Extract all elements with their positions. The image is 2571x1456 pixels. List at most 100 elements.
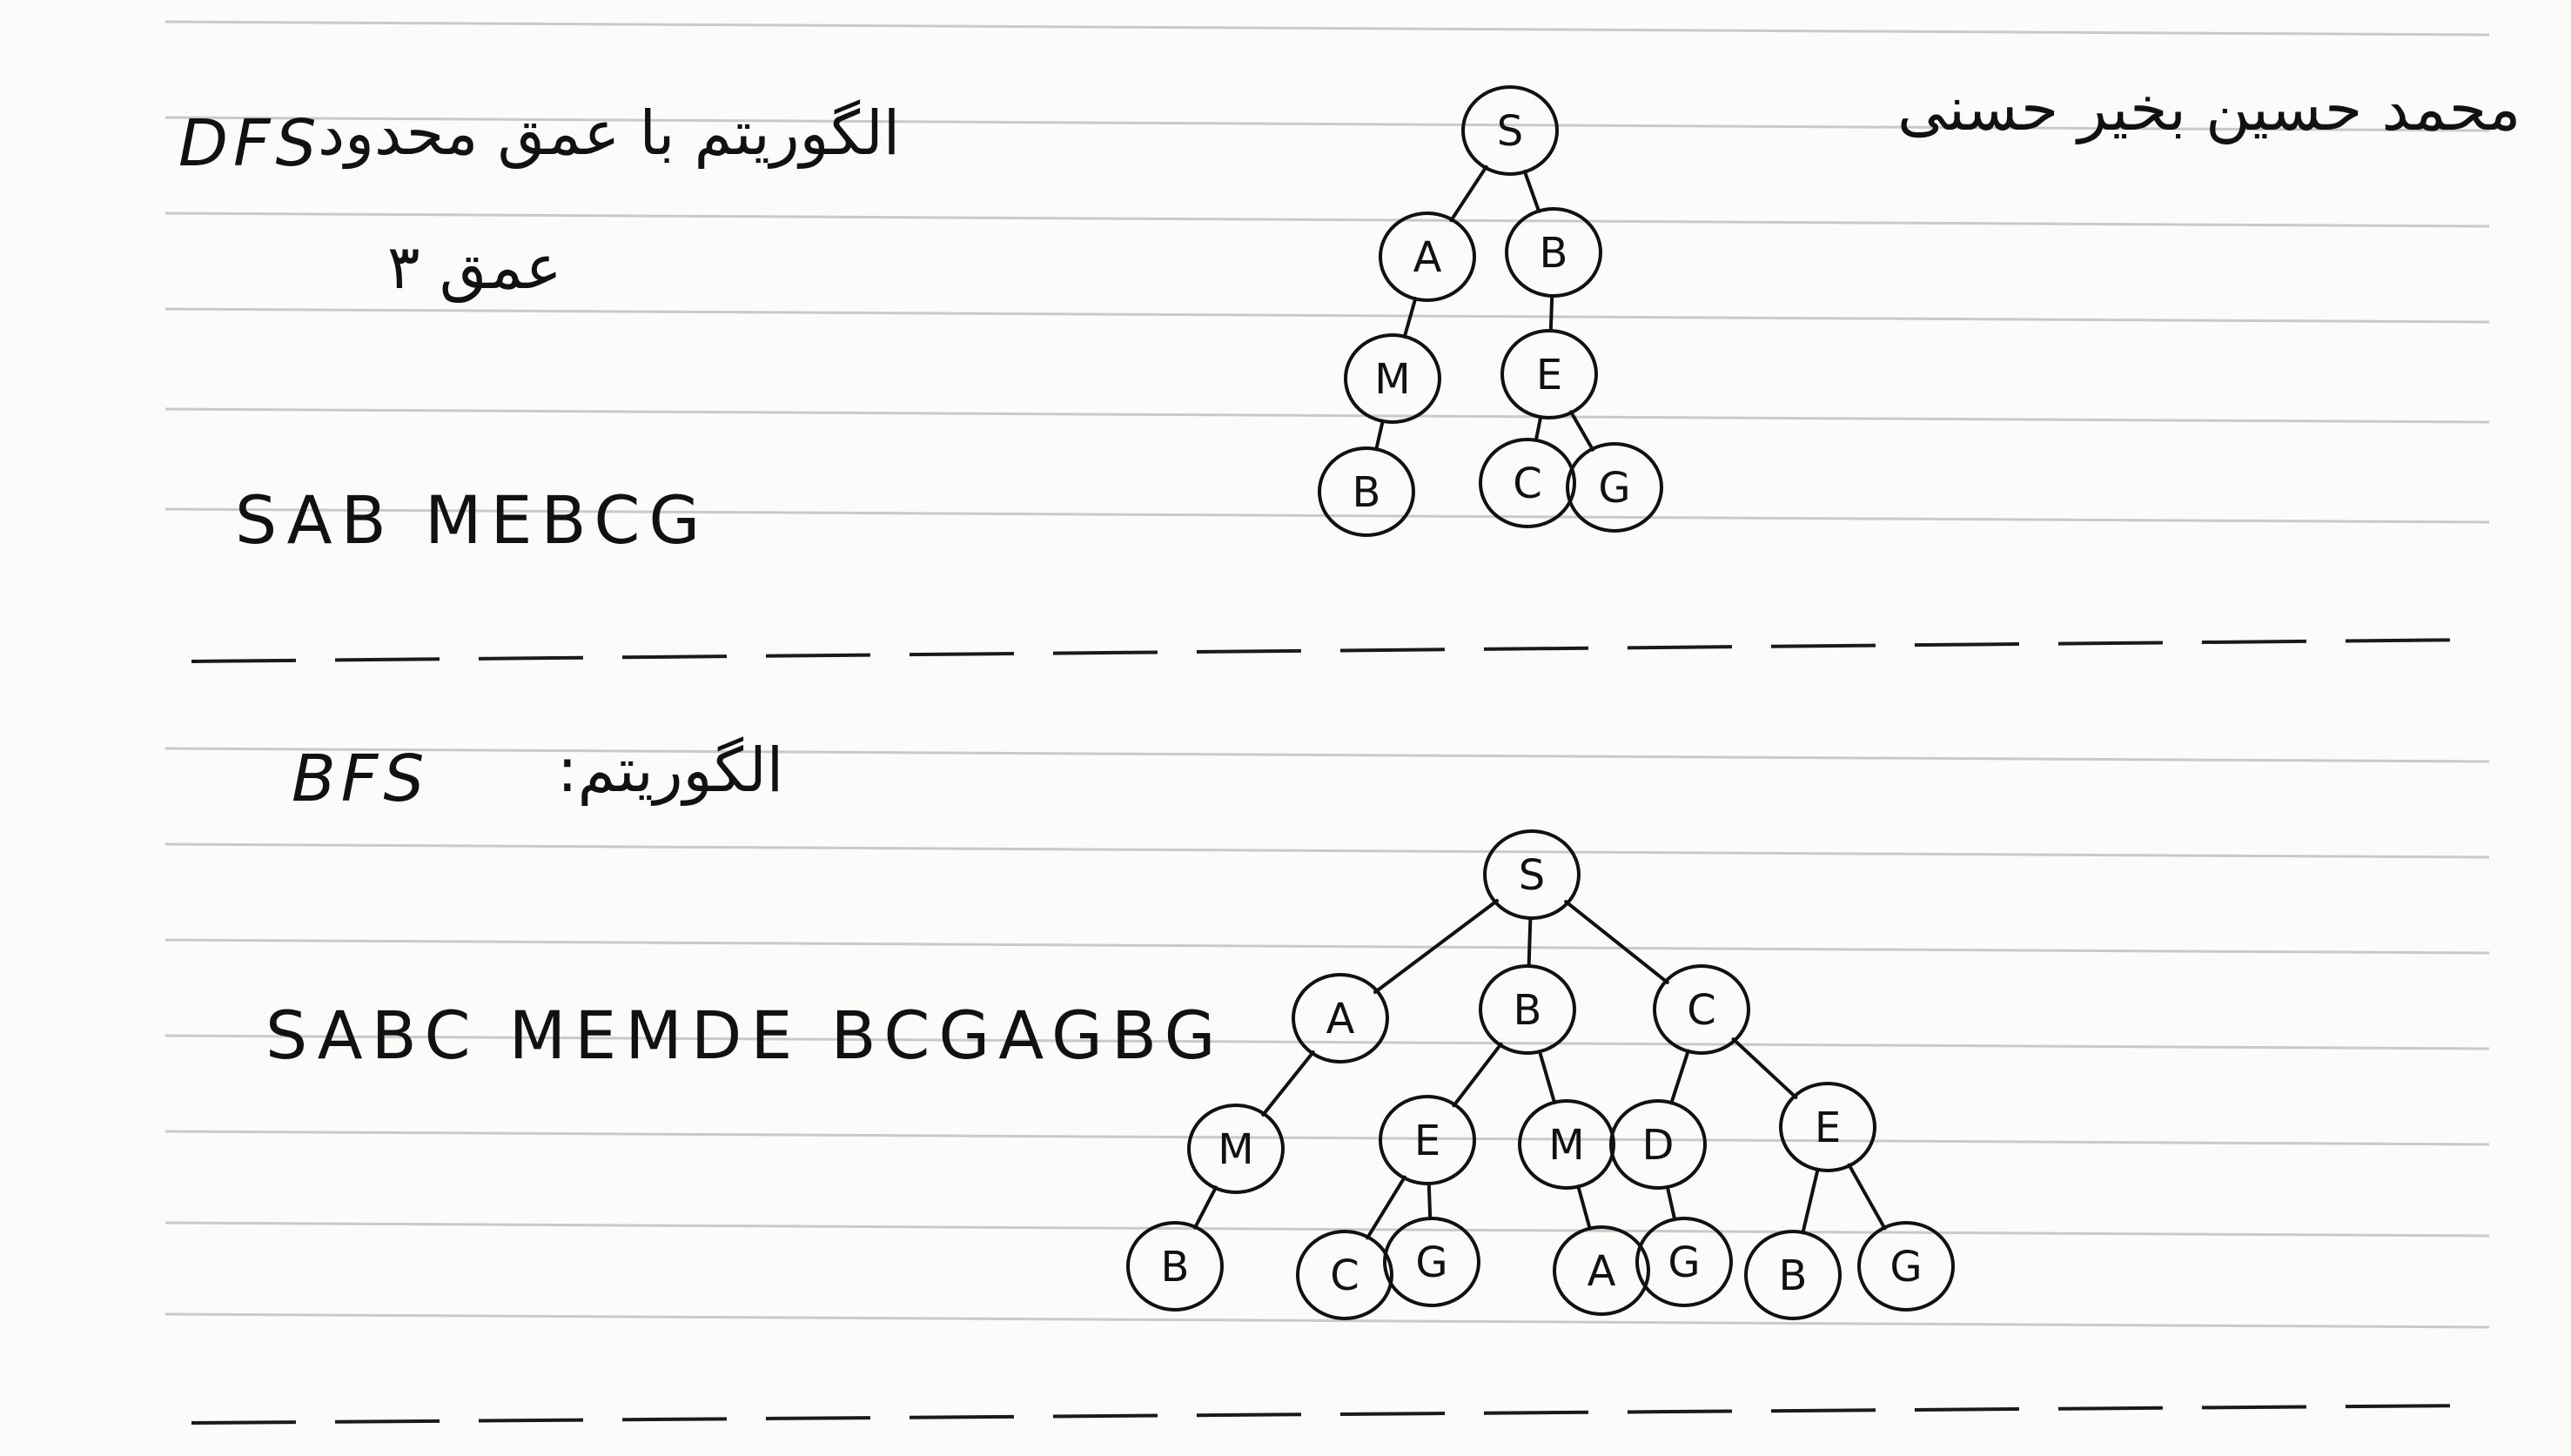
dfs-tree-node-circle xyxy=(1379,211,1476,302)
bfs-tree-edge xyxy=(1801,1167,1820,1235)
dfs-tree-edge xyxy=(1568,410,1595,452)
bfs-tree-node-circle xyxy=(1779,1082,1876,1172)
bfs-tree-edge xyxy=(1847,1163,1887,1231)
bfs-tree-edge xyxy=(1366,1175,1406,1240)
dfs-tree-node-label: E xyxy=(1536,351,1562,399)
bfs-tree-node-label: B xyxy=(1514,986,1542,1035)
bfs-tree-node-label: M xyxy=(1548,1121,1584,1170)
bfs-tree-node: E xyxy=(1779,1082,1876,1172)
bfs-tree-node: M xyxy=(1518,1099,1615,1190)
bfs-tree-edge xyxy=(1537,1050,1557,1104)
bfs-tree-node: E xyxy=(1379,1095,1476,1185)
bfs-tree-node-circle xyxy=(1744,1230,1842,1320)
bfs-traversal: SABC MEMDE BCGAGBG xyxy=(265,996,1225,1074)
bfs-tree-node-circle xyxy=(1292,973,1389,1063)
dfs-tree-node-circle xyxy=(1318,446,1415,537)
dfs-tree-node-label: G xyxy=(1598,464,1630,513)
dfs-tree-edge xyxy=(1374,419,1385,452)
dfs-tree-node-circle xyxy=(1500,329,1598,419)
bfs-tree-edge xyxy=(1261,1050,1315,1117)
bfs-tree-node: G xyxy=(1635,1217,1733,1307)
dfs-tree-node: A xyxy=(1379,211,1476,302)
bfs-tree-node-circle xyxy=(1379,1095,1476,1185)
dfs-title-latin: DFS xyxy=(178,106,322,181)
bfs-tree-node: B xyxy=(1479,964,1576,1055)
bfs-tree-edge xyxy=(1665,1184,1677,1222)
bfs-tree-edge xyxy=(1373,899,1499,994)
bfs-tree-node-label: G xyxy=(1668,1238,1700,1287)
bfs-tree-node: C xyxy=(1653,964,1750,1055)
bfs-tree-edge xyxy=(1576,1184,1592,1231)
bfs-tree-node: S xyxy=(1483,829,1581,920)
dfs-tree-node: G xyxy=(1566,442,1663,533)
dfs-tree-node: S xyxy=(1461,85,1559,176)
dfs-tree-node: M xyxy=(1344,333,1441,424)
bfs-tree-node-circle xyxy=(1296,1230,1393,1320)
bfs-tree-edge xyxy=(1193,1185,1218,1230)
bfs-tree-node-label: B xyxy=(1161,1243,1190,1292)
bfs-tree-node-label: C xyxy=(1687,986,1716,1035)
dfs-tree-edge xyxy=(1548,293,1554,333)
bfs-tree-node-circle xyxy=(1553,1225,1650,1316)
dfs-tree-edge xyxy=(1534,415,1543,442)
dfs-tree-node-label: M xyxy=(1374,355,1410,404)
dfs-tree-edge xyxy=(1402,297,1418,339)
dfs-tree-node: B xyxy=(1318,446,1415,537)
bfs-tree-node-label: S xyxy=(1519,851,1545,900)
bfs-tree-node-circle xyxy=(1653,964,1750,1055)
bfs-title-arabic: الگوریتم: xyxy=(557,735,784,806)
bfs-tree-node: G xyxy=(1857,1221,1955,1312)
bfs-tree-node-label: A xyxy=(1326,995,1355,1043)
bfs-tree-node-label: B xyxy=(1779,1251,1808,1300)
dfs-tree-node-label: A xyxy=(1413,233,1442,282)
dfs-tree-node-circle xyxy=(1505,207,1602,298)
bfs-tree-node-label: E xyxy=(1815,1104,1841,1152)
dfs-tree-node-label: B xyxy=(1540,229,1568,278)
bfs-tree-node-circle xyxy=(1479,964,1576,1055)
dfs-tree-node-circle xyxy=(1566,442,1663,533)
bfs-tree-node-circle xyxy=(1518,1099,1615,1190)
bfs-tree-node: B xyxy=(1126,1221,1224,1312)
dfs-tree-node: E xyxy=(1500,329,1598,419)
dfs-tree-node-label: C xyxy=(1513,460,1542,508)
bfs-tree-node: A xyxy=(1553,1225,1650,1316)
bfs-tree-node-circle xyxy=(1857,1221,1955,1312)
bfs-tree: S A B C M E M D E B C G A G B G xyxy=(1126,829,1955,1320)
bfs-tree-node-label: G xyxy=(1415,1238,1447,1287)
bfs-tree-node-label: A xyxy=(1588,1247,1616,1296)
bfs-tree-node: B xyxy=(1744,1230,1842,1320)
bfs-tree-node-label: E xyxy=(1414,1117,1440,1165)
bfs-title-latin: BFS xyxy=(292,741,430,816)
bfs-tree-node-circle xyxy=(1187,1104,1285,1194)
bfs-tree-node-label: G xyxy=(1890,1243,1922,1292)
bfs-tree-node: A xyxy=(1292,973,1389,1063)
bfs-tree-node-label: M xyxy=(1218,1125,1253,1174)
bfs-tree-edge xyxy=(1452,1042,1503,1108)
bfs-tree-edge xyxy=(1564,900,1669,984)
bfs-tree-edge xyxy=(1527,916,1533,969)
bfs-tree-node-circle xyxy=(1483,829,1581,920)
bfs-tree-node: C xyxy=(1296,1230,1393,1320)
bfs-tree-node-circle xyxy=(1635,1217,1733,1307)
dfs-tree-edge xyxy=(1522,170,1541,213)
dfs-tree-node-label: B xyxy=(1353,468,1381,517)
author-name: محمد حسین بخیر حسنی xyxy=(1897,73,2521,144)
dfs-title-arabic: الگوریتم با عمق محدود xyxy=(318,97,901,169)
bfs-tree-node: G xyxy=(1383,1217,1480,1307)
dfs-tree-node: C xyxy=(1479,438,1576,528)
dfs-tree: S A B M E B C G xyxy=(1318,85,1663,537)
dfs-traversal: SAB MEBCG xyxy=(235,481,709,559)
bfs-tree-node: D xyxy=(1609,1099,1707,1190)
dfs-depth-label: عمق ۳ xyxy=(387,231,562,303)
bfs-tree-node-circle xyxy=(1126,1221,1224,1312)
dfs-tree-node-label: S xyxy=(1497,107,1523,156)
dfs-tree-node-circle xyxy=(1344,333,1441,424)
dfs-tree-node: B xyxy=(1505,207,1602,298)
bfs-tree-node-label: D xyxy=(1642,1121,1675,1170)
bfs-tree-edge xyxy=(1426,1181,1433,1221)
bfs-tree-node-label: C xyxy=(1330,1251,1359,1300)
bfs-tree-edge xyxy=(1731,1037,1798,1099)
bfs-tree-node-circle xyxy=(1609,1099,1707,1190)
